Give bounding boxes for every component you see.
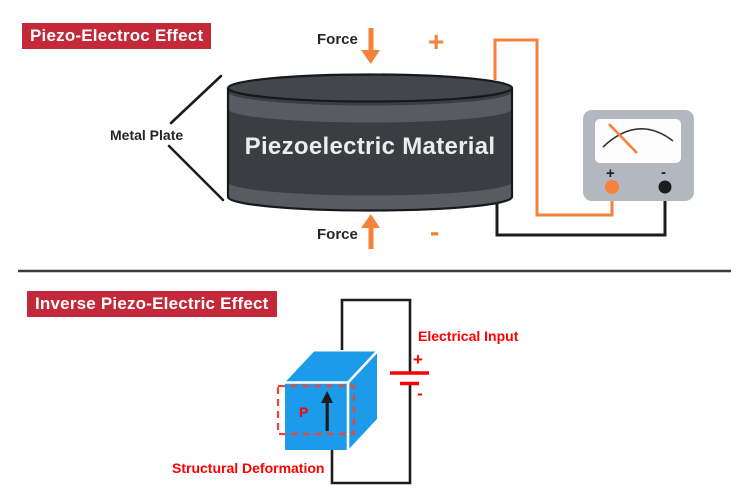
piezoelectric-cube (283, 350, 379, 452)
direct-effect-title: Piezo-Electroc Effect (22, 23, 212, 49)
force-bottom-label: Force (317, 226, 358, 243)
electrical-input-label: Electrical Input (418, 328, 519, 344)
battery-plus-label: + (413, 350, 423, 369)
force-arrow-top (361, 28, 380, 64)
charge-minus-sign: - (430, 216, 440, 247)
structural-deformation-label: Structural Deformation (172, 460, 325, 476)
metal-plate-top-band (228, 92, 512, 123)
voltmeter-scale-arc (602, 128, 674, 148)
force-top-label: Force (317, 31, 358, 48)
positive-wire (493, 38, 614, 217)
inverse-circuit-wires (330, 298, 412, 485)
metal-plate-label: Metal Plate (110, 127, 184, 143)
negative-wire (495, 190, 667, 237)
cube-edge-highlights (283, 350, 379, 452)
battery-minus-label: - (417, 384, 423, 403)
voltmeter-minus-label: - (661, 164, 666, 181)
polarization-arrow (321, 391, 333, 431)
voltmeter-needle (608, 123, 638, 154)
charge-plus-sign: + (428, 26, 445, 57)
cube-front-face (285, 382, 348, 450)
voltmeter-negative-terminal (658, 180, 672, 194)
battery-symbol (390, 371, 429, 386)
material-label: Piezoelectric Material (244, 133, 496, 160)
deformation-dashed-outline (276, 384, 356, 436)
voltmeter (583, 110, 694, 201)
voltmeter-positive-terminal (605, 180, 619, 194)
polarization-label: P (299, 404, 309, 420)
piezoelectric-disc (226, 73, 514, 212)
voltmeter-plus-label: + (606, 165, 615, 182)
voltmeter-display (595, 119, 681, 163)
metal-plate-bottom-band (228, 182, 512, 210)
disc-top-face (226, 73, 514, 103)
metal-plate-pointer-lines (167, 74, 225, 202)
inverse-effect-title: Inverse Piezo-Electric Effect (27, 291, 277, 317)
force-arrow-bottom (361, 214, 380, 249)
